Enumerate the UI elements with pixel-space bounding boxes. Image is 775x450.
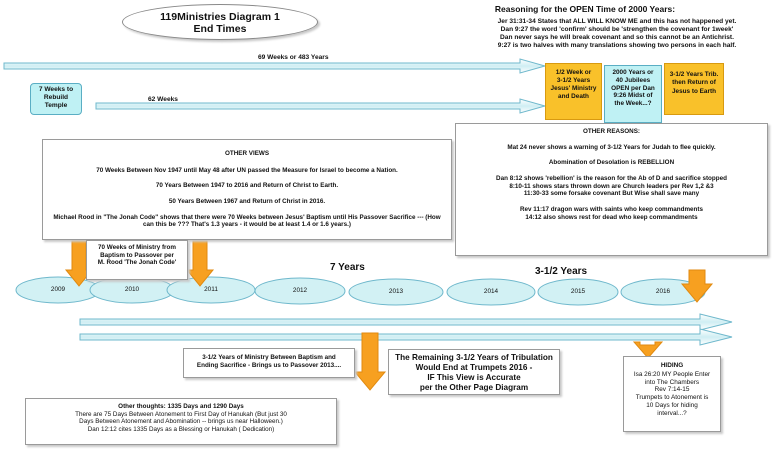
open-2000-years-box: 2000 Years or 40 Jubilees OPEN per Dan 9…	[604, 65, 662, 123]
other-views-item-3: 50 Years Between 1967 and Return of Chri…	[168, 198, 326, 206]
ministry-passover-box: 3-1/2 Years of Ministry Between Baptism …	[183, 348, 355, 378]
timeline-oval-2015	[537, 278, 619, 306]
open-years-line-4: 9:26 Midst of	[613, 92, 653, 100]
tribulation-return-box: 3-1/2 Years Trib. then Return of Jesus t…	[664, 63, 724, 115]
thoughts-line-2: Days Between Atonement and Abomination -…	[79, 418, 283, 426]
hiding-line-1: Isa 26:20 MY People Enter	[633, 370, 711, 378]
trib-line-3: Jesus to Earth	[671, 87, 717, 95]
open-years-line-1: 2000 Years or	[612, 69, 654, 76]
tribulation-line-4: per the Other Page Diagram	[419, 382, 529, 392]
other-reasons-box: OTHER REASONS: Mat 24 never shows a warn…	[455, 123, 768, 256]
half-week-line-1: 1/2 Week or	[555, 69, 592, 76]
arrow-69-weeks	[3, 58, 547, 74]
label-7-years: 7 Years	[330, 262, 365, 273]
year-2015: 2015	[570, 288, 586, 295]
label-62-weeks: 62 Weeks	[148, 96, 178, 103]
other-thoughts-box: Other thoughts: 1335 Days and 1290 Days …	[25, 398, 337, 445]
year-2012: 2012	[292, 287, 308, 294]
timeline-oval-2013	[348, 278, 444, 306]
year-2013: 2013	[388, 288, 404, 295]
arrow-62-weeks	[95, 98, 547, 114]
other-views-heading: OTHER VIEWS	[224, 150, 270, 157]
title-line-1: 119Ministries Diagram 1	[160, 11, 280, 23]
orange-marker-2	[185, 239, 215, 287]
hiding-line-3: Rev 7:14-15	[654, 386, 690, 394]
other-reasons-item-6: Rev 11:17 dragon wars with saints who ke…	[519, 206, 703, 214]
open-time-line-2: Dan 9:27 the word 'confirm' should be 's…	[500, 26, 734, 34]
open-years-line-3: OPEN per Dan	[611, 84, 655, 92]
title-ellipse: 119Ministries Diagram 1 End Times	[122, 4, 318, 40]
orange-marker-4	[353, 332, 387, 391]
arrow-lower-1	[79, 313, 733, 331]
tribulation-line-1: The Remaining 3-1/2 Years of Tribulation	[395, 353, 553, 362]
jonah-note-line-3: M. Rood 'The Jonah Code'	[97, 259, 177, 267]
other-views-item-1: 70 Weeks Between Nov 1947 until May 48 a…	[96, 166, 398, 174]
year-2014: 2014	[483, 288, 499, 295]
orange-marker-3	[680, 269, 714, 303]
open-time-notes: Jer 31:31-34 States that ALL WILL KNOW M…	[462, 18, 772, 50]
other-reasons-item-3: Dan 8:12 shows 'rebellion' is the reason…	[496, 175, 727, 183]
year-2016: 2016	[655, 288, 671, 295]
year-2009: 2009	[50, 286, 66, 293]
timeline-oval-2014	[446, 278, 536, 306]
label-69-weeks: 69 Weeks or 483 Years	[258, 54, 329, 61]
thoughts-heading: Other thoughts: 1335 Days and 1290 Days	[118, 403, 244, 410]
other-views-box: OTHER VIEWS 70 Weeks Between Nov 1947 un…	[42, 139, 452, 240]
trib-line-1: 3-1/2 Years Trib.	[669, 71, 719, 78]
hiding-line-2: into The Chambers	[644, 378, 700, 386]
other-reasons-item-2: Abomination of Desolation is REBELLION	[548, 159, 675, 167]
orange-marker-5	[632, 341, 664, 359]
half-week-line-2: 3-1/2 Years	[556, 77, 591, 84]
jonah-note-line-2: Baptism to Passover per	[100, 251, 174, 259]
open-time-line-1: Jer 31:31-34 States that ALL WILL KNOW M…	[497, 18, 737, 25]
half-week-line-4: and Death	[558, 93, 589, 100]
ministry-box-line-2: Ending Sacrifice - Brings us to Passover…	[196, 361, 342, 369]
open-years-line-5: the Week...?	[614, 100, 652, 108]
hiding-line-4: Trumpets to Atonement is	[635, 394, 709, 402]
other-reasons-item-5: 11:30-33 some forsake covenant But Wise …	[523, 190, 700, 198]
title-line-2: End Times	[193, 23, 247, 36]
year-2010: 2010	[124, 286, 140, 293]
thoughts-line-1: There are 75 Days Between Atonement to F…	[75, 410, 287, 418]
jonah-note-line-1: 70 Weeks of Ministry from	[98, 244, 176, 251]
rebuild-temple-box: 7 Weeks to Rebuild Temple	[30, 83, 82, 115]
rebuild-line-2: Rebuild	[43, 93, 69, 101]
half-week-line-3: Jesus' Ministry	[550, 85, 597, 92]
label-3-half-years: 3-1/2 Years	[535, 266, 588, 277]
other-reasons-heading: OTHER REASONS:	[582, 128, 641, 135]
open-years-line-2: 40 Jubilees	[615, 76, 651, 84]
other-views-item-4: Michael Rood in "The Jonah Code" shows t…	[53, 213, 441, 229]
remaining-tribulation-box: The Remaining 3-1/2 Years of Tribulation…	[388, 349, 560, 395]
arrow-lower-2	[79, 328, 733, 346]
other-views-item-2: 70 Years Between 1947 to 2016 and Return…	[155, 182, 339, 190]
hiding-line-5: 10 Days for hiding	[646, 402, 698, 410]
open-time-line-4: 9:27 is two halves with many translation…	[497, 42, 737, 50]
tribulation-line-3: IF This View is Accurate	[427, 372, 521, 382]
year-2011: 2011	[204, 286, 218, 293]
hiding-line-6: interval...?	[657, 409, 687, 417]
half-week-ministry-box: 1/2 Week or 3-1/2 Years Jesus' Ministry …	[545, 63, 602, 120]
open-time-heading: Reasoning for the OPEN Time of 2000 Year…	[494, 4, 676, 14]
other-reasons-item-1: Mat 24 never shows a warning of 3-1/2 Ye…	[507, 143, 716, 151]
tribulation-line-2: Would End at Trumpets 2016 -	[415, 362, 533, 372]
other-reasons-item-4: 8:10-11 shows stars thrown down are Chur…	[509, 182, 714, 190]
timeline-ovals	[15, 276, 706, 306]
timeline-oval-2012	[254, 277, 346, 305]
trib-line-2: then Return of	[672, 79, 716, 87]
open-time-line-3: Dan never says he will break covenant an…	[500, 34, 734, 42]
other-reasons-item-7: 14:12 also shows rest for dead who keep …	[525, 213, 698, 221]
jonah-code-note: 70 Weeks of Ministry from Baptism to Pas…	[86, 240, 188, 280]
thoughts-line-3: Dan 12:12 cites 1335 Days as a Blessing …	[87, 426, 275, 434]
ministry-box-line-1: 3-1/2 Years of Ministry Between Baptism …	[202, 354, 336, 361]
orange-markers	[64, 239, 714, 391]
hiding-heading: HIDING	[660, 362, 684, 369]
rebuild-line-1: 7 Weeks to	[38, 86, 74, 93]
rebuild-line-3: Temple	[44, 101, 68, 109]
hiding-box: HIDING Isa 26:20 MY People Enter into Th…	[623, 356, 721, 432]
